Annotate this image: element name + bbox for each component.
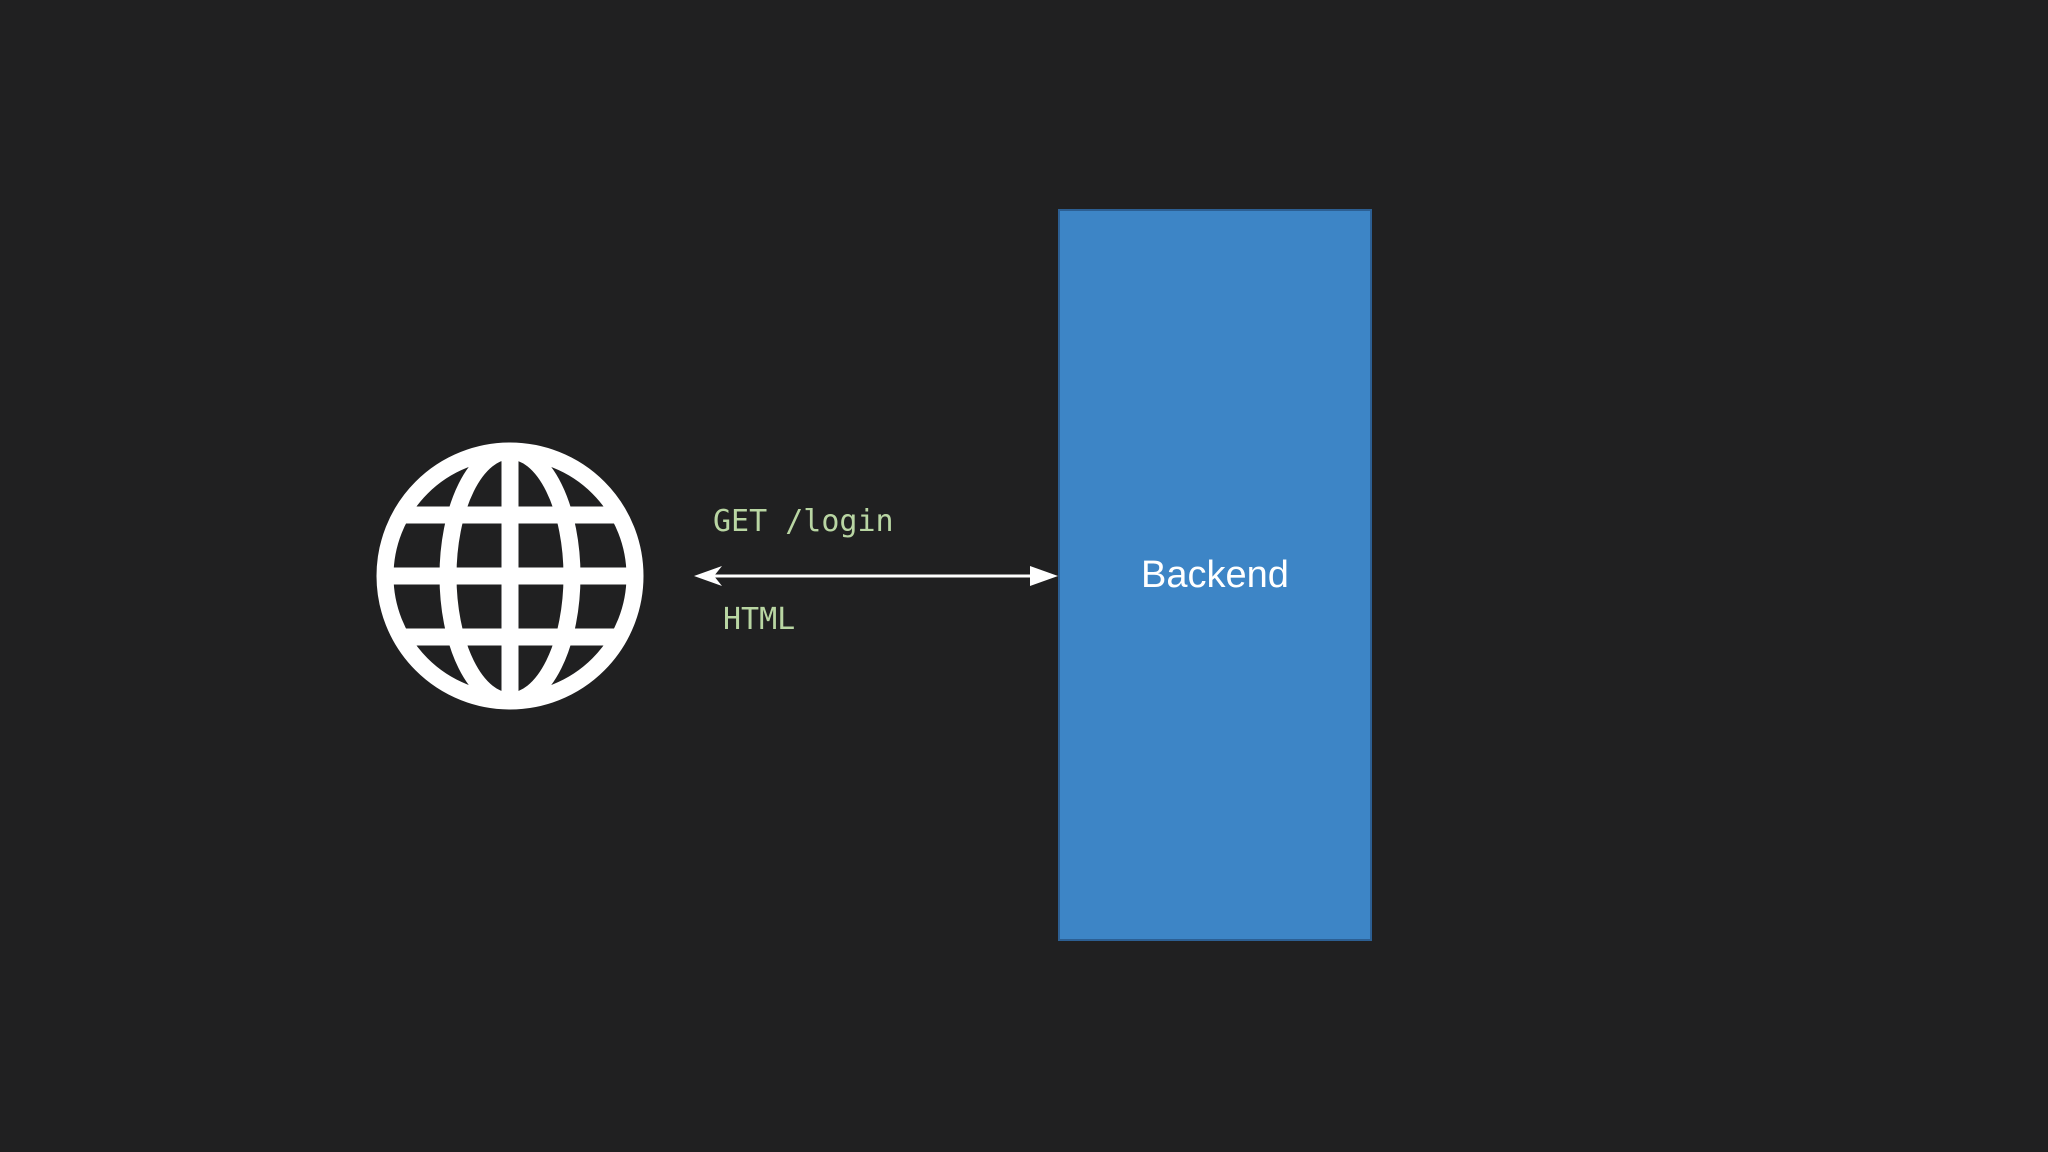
globe-icon xyxy=(376,442,644,710)
backend-box: Backend xyxy=(1058,209,1372,941)
request-label: GET /login xyxy=(713,504,894,539)
response-label: HTML xyxy=(723,602,796,637)
bidirectional-arrow xyxy=(694,562,1058,590)
backend-label: Backend xyxy=(1141,553,1289,596)
